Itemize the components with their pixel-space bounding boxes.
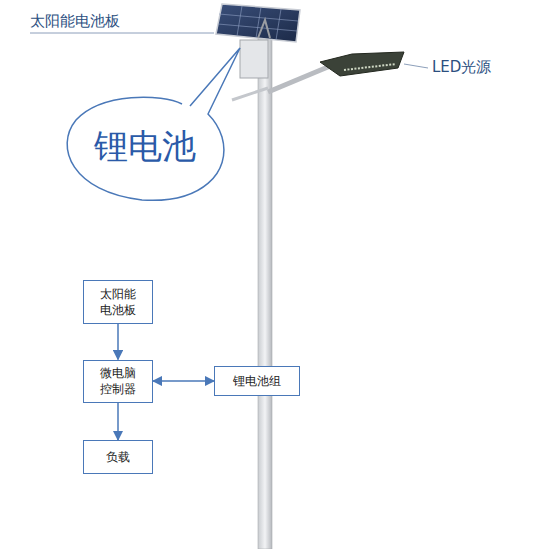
bubble-shape [67,48,240,200]
process-box: 太阳能 电池板 [83,280,153,324]
flow-arrow [117,403,119,441]
process-box: 负载 [83,440,153,474]
box-label: 锂电池组 [233,373,281,389]
process-box: 锂电池组 [214,366,300,396]
solar-panel [216,4,300,42]
pole [258,36,272,549]
flow-arrow [153,380,214,382]
callout-text: 锂电池 [94,124,196,170]
battery-box [240,40,268,78]
box-label: 负载 [106,449,130,465]
led-leader [404,64,428,68]
box-label: 微电脑 控制器 [96,365,139,397]
lamp-arm [268,64,335,92]
led-strip [344,64,396,70]
panel-bracket [258,20,270,38]
process-box: 微电脑 控制器 [83,360,153,403]
lamp-strut [232,88,268,100]
panel-grid [218,6,298,40]
led-lamp [320,52,404,76]
panel-leader [30,33,214,34]
box-label: 太阳能 电池板 [96,286,139,318]
flow-arrow [117,324,119,360]
part-label: 太阳能电池板 [30,12,120,31]
callout-bubble: 锂电池 [62,92,227,202]
part-label: LED光源 [432,58,491,77]
